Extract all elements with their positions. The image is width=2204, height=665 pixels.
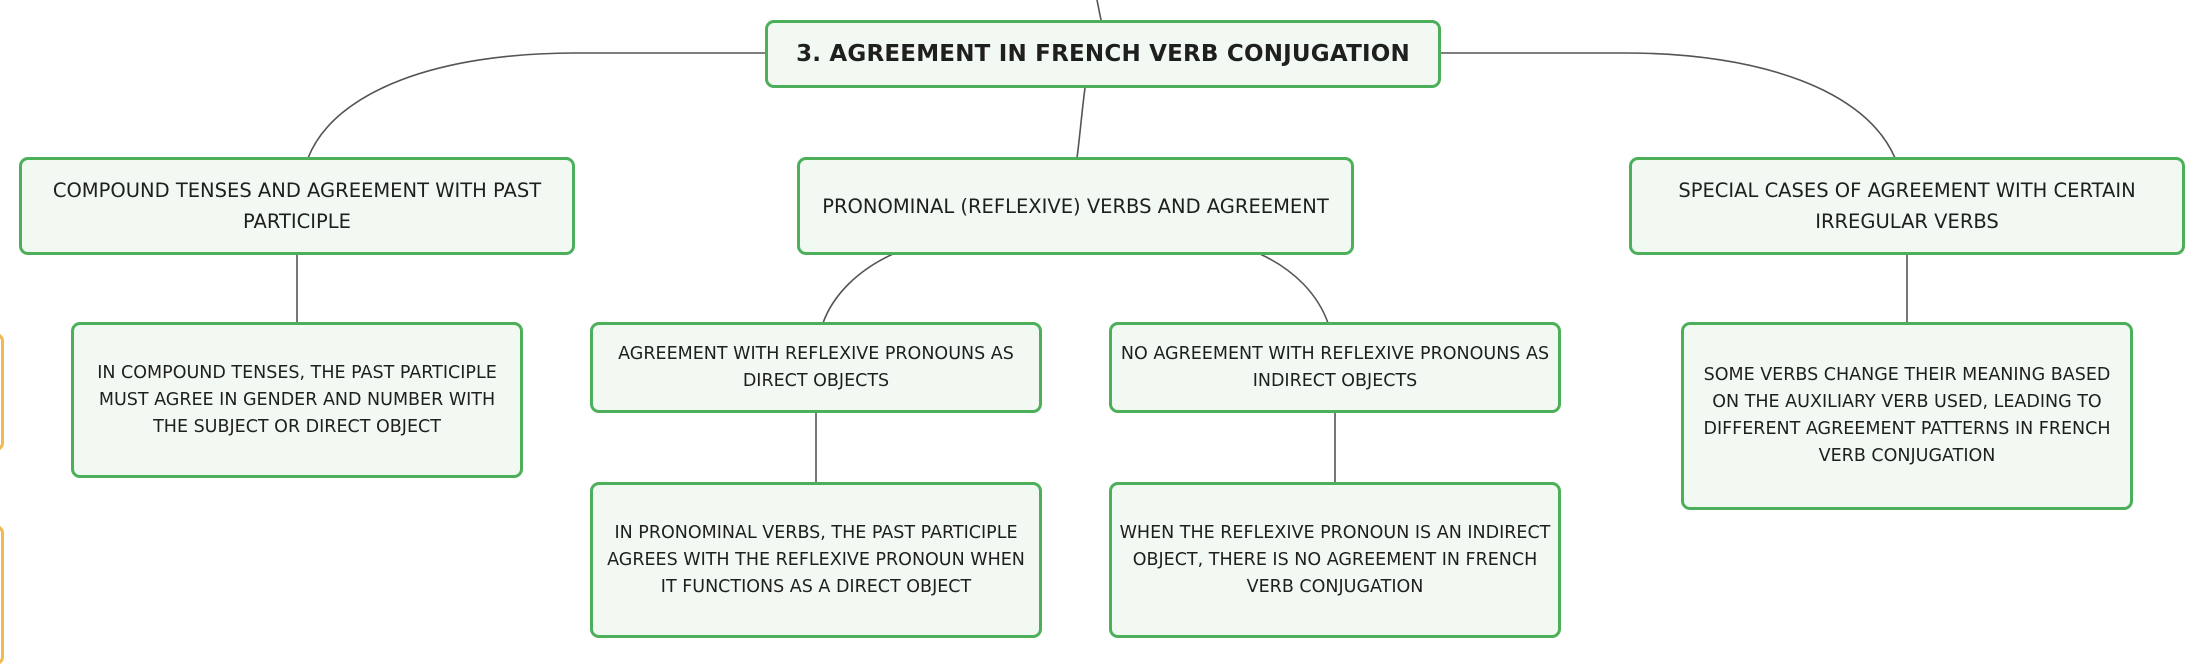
leaf-node-label: When the reflexive pronoun is an indirec… xyxy=(1119,522,1551,597)
leaf-node-label: Some verbs change their meaning based on… xyxy=(1703,365,2111,466)
side-tab-upper[interactable] xyxy=(0,333,4,451)
branch-node-special-cases[interactable]: Special Cases of Agreement with Certain … xyxy=(1629,157,2185,255)
root-node-label: 3. Agreement in French Verb Conjugation xyxy=(796,41,1410,67)
side-tab-lower[interactable] xyxy=(0,525,4,665)
branch-node-label: Pronominal (Reflexive) Verbs and Agreeme… xyxy=(822,194,1329,218)
sub-branch-node-label: Agreement with Reflexive Pronouns as Dir… xyxy=(618,343,1014,391)
branch-node-pronominal-verbs[interactable]: Pronominal (Reflexive) Verbs and Agreeme… xyxy=(797,157,1354,255)
connector-branch-2-sub-2 xyxy=(1259,253,1329,324)
leaf-node-irregular-verbs-rule[interactable]: Some verbs change their meaning based on… xyxy=(1681,322,2133,510)
leaf-node-label: In compound tenses, the past participle … xyxy=(97,362,497,437)
connector-root-parent xyxy=(1096,0,1102,21)
branch-node-label: Compound Tenses and Agreement with Past … xyxy=(52,179,542,233)
sub-branch-node-direct-objects[interactable]: Agreement with Reflexive Pronouns as Dir… xyxy=(590,322,1042,413)
branch-node-label: Special Cases of Agreement with Certain … xyxy=(1678,179,2136,233)
sub-branch-node-label: No Agreement with Reflexive Pronouns as … xyxy=(1120,343,1550,391)
branch-node-compound-tenses[interactable]: Compound Tenses and Agreement with Past … xyxy=(19,157,575,255)
leaf-node-direct-object-rule[interactable]: In pronominal verbs, the past participle… xyxy=(590,482,1042,638)
connector-root-branch-2 xyxy=(1076,87,1086,159)
connector-root-branch-3 xyxy=(1440,52,1896,159)
connector-root-branch-1 xyxy=(307,52,766,159)
sub-branch-node-indirect-objects[interactable]: No Agreement with Reflexive Pronouns as … xyxy=(1109,322,1561,413)
connector-branch-2-sub-1 xyxy=(822,253,894,324)
leaf-node-label: In pronominal verbs, the past participle… xyxy=(607,522,1025,597)
leaf-node-compound-tenses-rule[interactable]: In compound tenses, the past participle … xyxy=(71,322,523,478)
root-node[interactable]: 3. Agreement in French Verb Conjugation xyxy=(765,20,1441,88)
leaf-node-indirect-object-rule[interactable]: When the reflexive pronoun is an indirec… xyxy=(1109,482,1561,638)
